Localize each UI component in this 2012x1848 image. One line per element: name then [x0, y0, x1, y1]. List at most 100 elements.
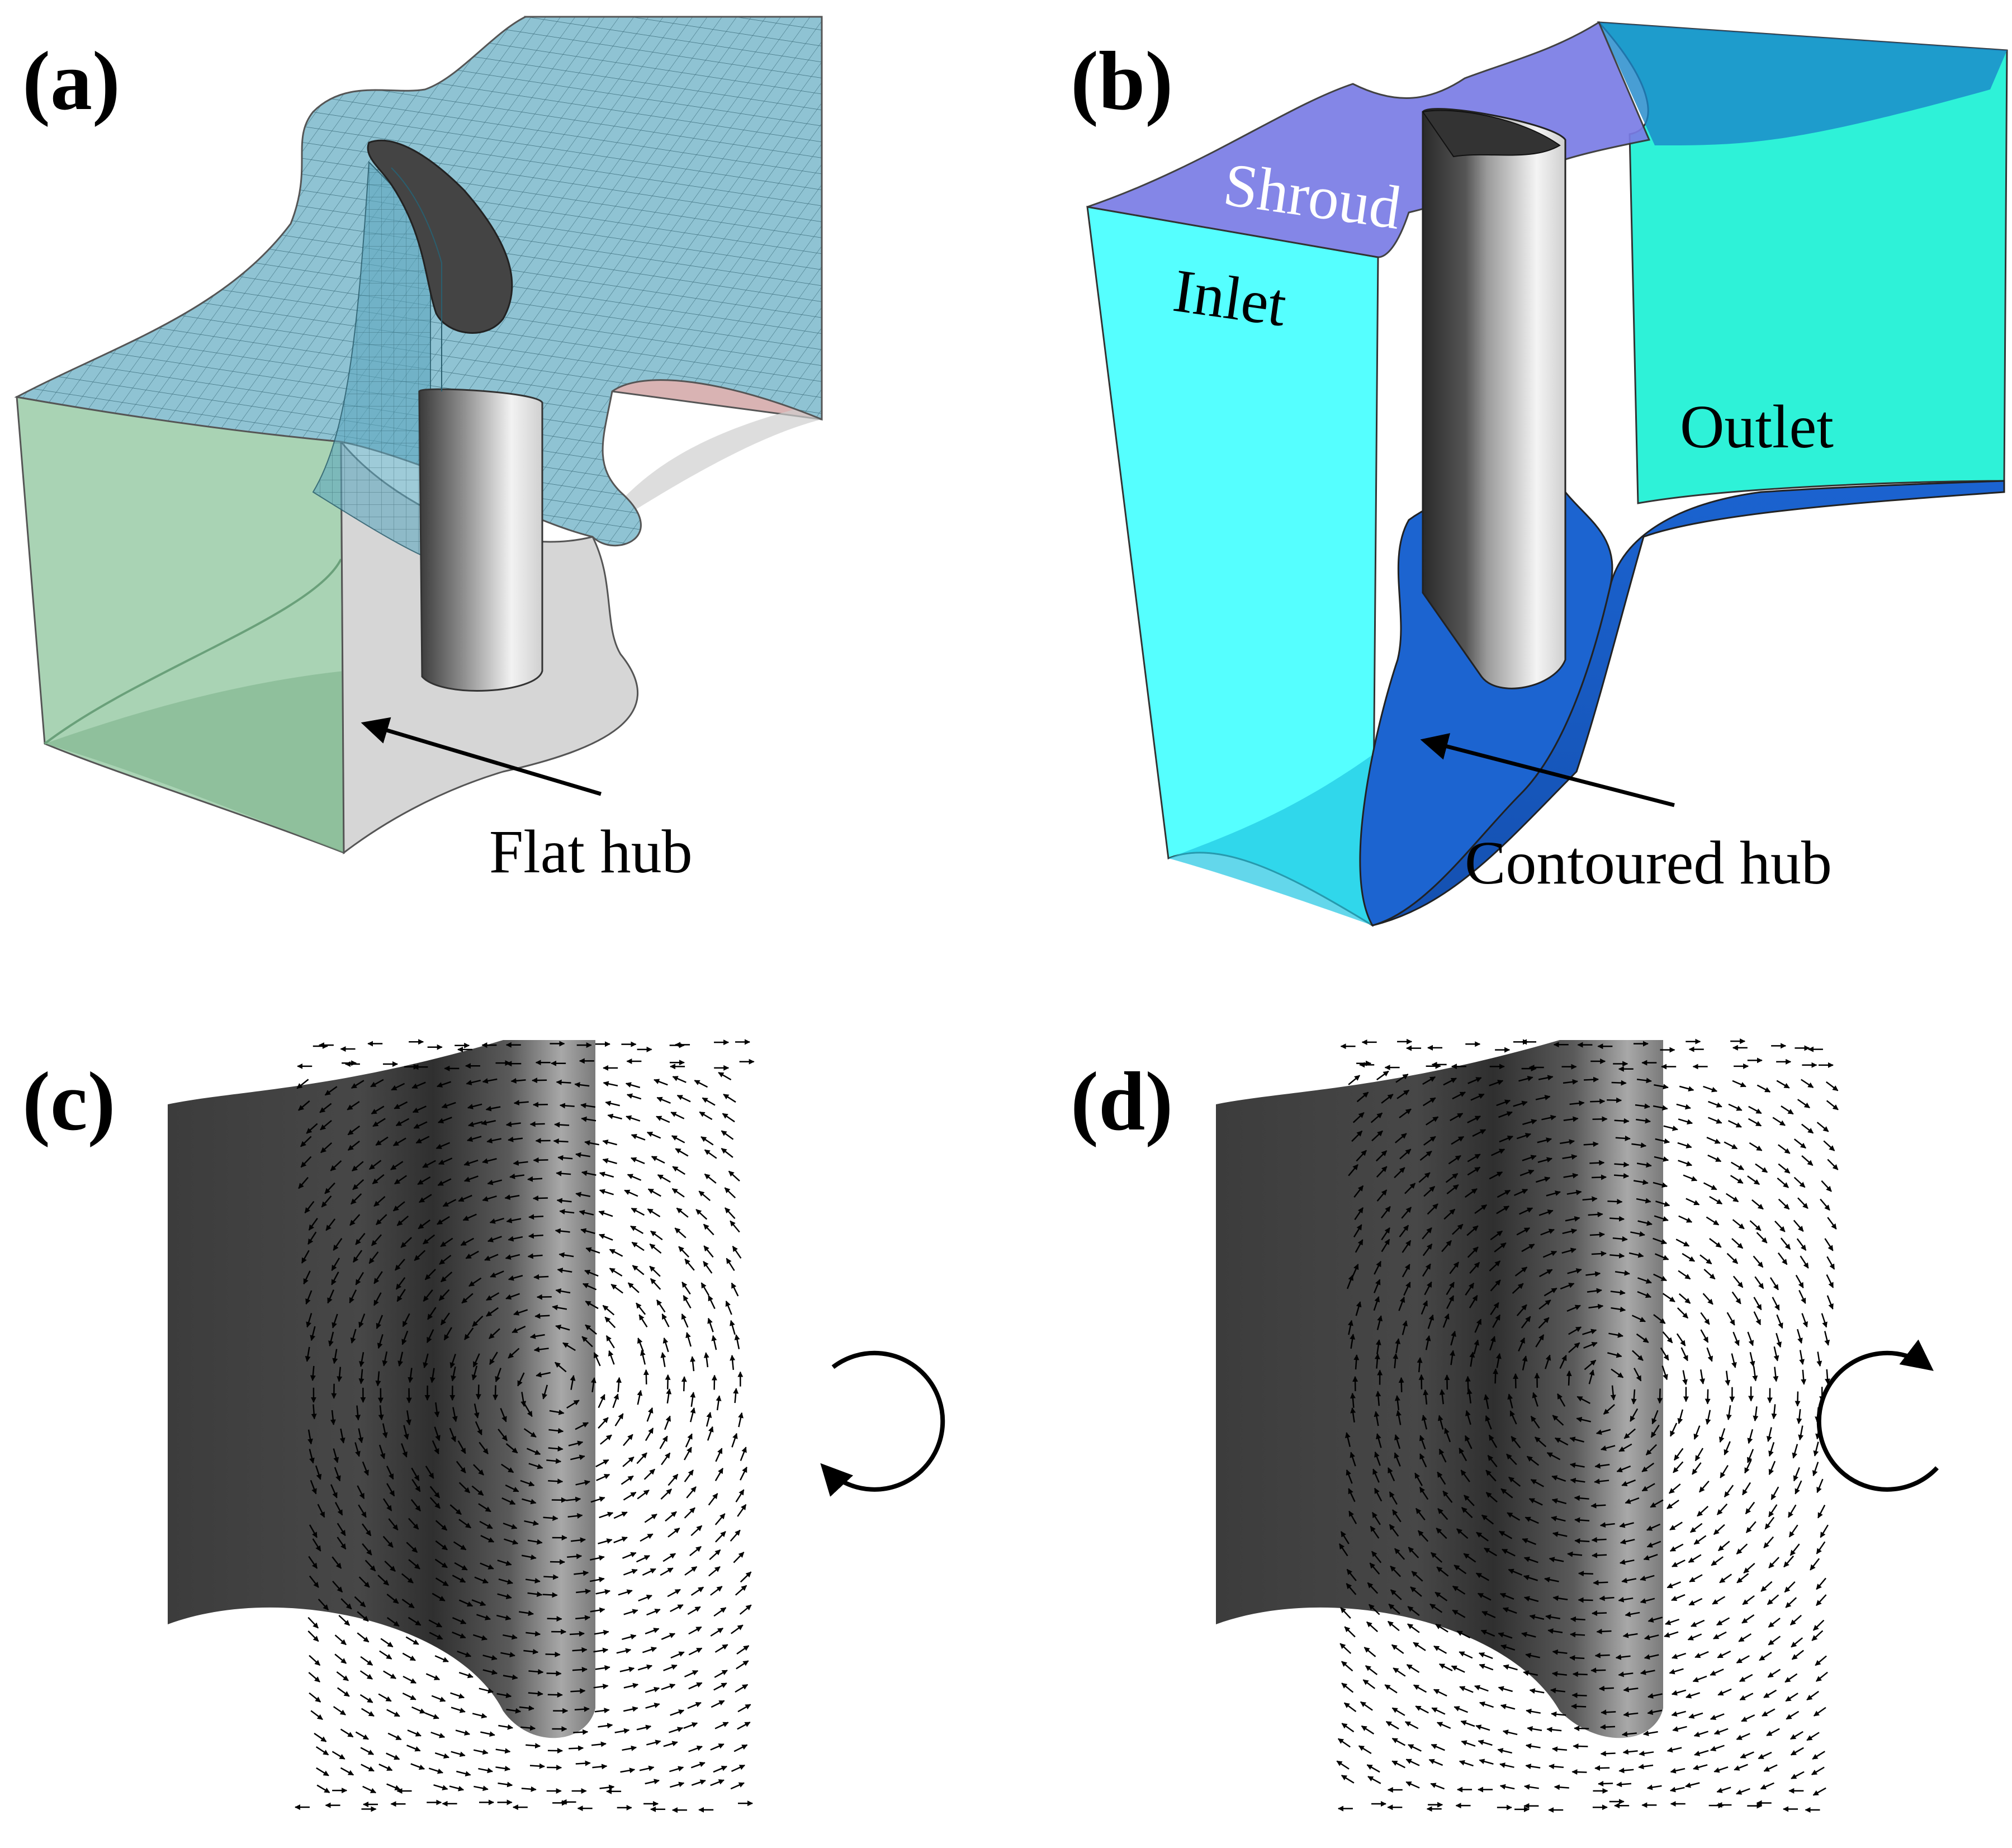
velocity-vector — [425, 1673, 441, 1681]
velocity-vector — [1600, 1751, 1616, 1757]
velocity-vector — [1498, 1111, 1513, 1118]
velocity-vector — [425, 1712, 439, 1719]
velocity-vector — [1435, 1591, 1448, 1601]
velocity-vector — [1793, 1138, 1806, 1149]
velocity-vector — [1724, 1441, 1731, 1455]
velocity-vector — [1567, 1551, 1583, 1557]
velocity-vector — [1469, 1295, 1478, 1308]
velocity-vector — [1571, 1769, 1587, 1775]
velocity-vector — [355, 1731, 369, 1740]
velocity-vector — [505, 1121, 521, 1127]
velocity-vector — [1790, 1731, 1803, 1740]
velocity-vector — [1768, 1557, 1779, 1568]
velocity-vector — [1525, 1743, 1541, 1749]
velocity-vector — [505, 1443, 518, 1454]
velocity-vector — [486, 1138, 501, 1143]
velocity-vector — [672, 1076, 687, 1083]
velocity-vector — [452, 1575, 466, 1583]
velocity-vector — [713, 1682, 727, 1691]
velocity-vector — [1650, 1499, 1664, 1508]
velocity-vector — [624, 1189, 638, 1197]
velocity-vector — [1757, 1084, 1771, 1093]
velocity-vector — [1630, 1231, 1645, 1237]
velocity-vector — [1747, 1331, 1754, 1346]
velocity-vector — [1628, 1252, 1644, 1258]
velocity-vector — [703, 1352, 709, 1368]
velocity-vector — [384, 1561, 396, 1572]
velocity-vector — [676, 1094, 691, 1103]
velocity-vector — [1786, 1710, 1800, 1720]
velocity-vector — [1708, 1117, 1722, 1124]
velocity-vector — [395, 1277, 406, 1290]
velocity-vector — [1727, 1120, 1742, 1128]
velocity-vector — [1639, 1750, 1654, 1756]
velocity-vector — [1669, 1422, 1678, 1437]
velocity-vector — [1523, 1575, 1538, 1581]
velocity-vector — [1395, 1074, 1409, 1083]
velocity-vector — [593, 1647, 609, 1653]
velocity-vector — [449, 1428, 456, 1443]
velocity-vector — [1621, 1479, 1636, 1486]
velocity-vector — [1622, 1632, 1638, 1638]
velocity-vector — [1682, 1370, 1688, 1386]
velocity-vector — [372, 1118, 386, 1127]
velocity-vector — [1781, 1105, 1794, 1115]
velocity-vector — [683, 1722, 698, 1729]
velocity-vector — [1411, 1571, 1423, 1582]
velocity-vector — [498, 1429, 508, 1441]
velocity-vector — [482, 1158, 497, 1164]
velocity-vector — [1336, 1760, 1350, 1770]
velocity-vector — [691, 1779, 706, 1786]
velocity-vector — [1498, 1632, 1513, 1639]
velocity-vector — [542, 1384, 548, 1400]
velocity-vector — [429, 1632, 443, 1640]
velocity-vector — [676, 1207, 689, 1218]
velocity-vector — [1516, 1304, 1527, 1316]
velocity-vector — [1530, 1479, 1544, 1487]
velocity-vector — [434, 1752, 449, 1759]
velocity-vector — [642, 1568, 656, 1576]
velocity-vector — [358, 1369, 364, 1384]
velocity-vector — [664, 1415, 671, 1430]
velocity-vector — [1467, 1154, 1481, 1162]
velocity-vector — [452, 1631, 466, 1639]
velocity-vector — [1739, 1674, 1753, 1682]
velocity-vector — [529, 1763, 545, 1769]
velocity-vector — [688, 1682, 703, 1690]
velocity-vector — [457, 1440, 466, 1454]
velocity-vector — [1692, 1462, 1702, 1475]
velocity-vector — [458, 1519, 471, 1529]
velocity-vector — [1406, 1663, 1420, 1673]
velocity-vector — [1511, 1436, 1521, 1449]
velocity-vector — [1731, 1353, 1737, 1368]
velocity-vector — [481, 1119, 496, 1126]
velocity-vector — [599, 1189, 614, 1195]
velocity-vector — [1732, 1080, 1746, 1088]
velocity-vector — [359, 1670, 373, 1680]
velocity-vector — [1744, 1459, 1752, 1474]
velocity-vector — [627, 1282, 640, 1293]
velocity-vector — [1407, 1606, 1420, 1617]
velocity-vector — [1509, 1410, 1517, 1425]
velocity-vector — [710, 1743, 725, 1751]
velocity-vector — [730, 1320, 736, 1335]
velocity-vector — [602, 1139, 617, 1146]
velocity-vector — [428, 1619, 443, 1628]
velocity-vector — [632, 1265, 645, 1275]
velocity-vector — [1366, 1621, 1378, 1633]
velocity-vector — [1678, 1160, 1693, 1166]
velocity-vector — [332, 1751, 345, 1760]
velocity-vector — [620, 1767, 636, 1774]
velocity-vector — [699, 1111, 713, 1121]
velocity-vector — [400, 1237, 412, 1248]
velocity-vector — [1464, 1188, 1478, 1198]
velocity-vector — [413, 1121, 428, 1129]
velocity-vector — [1778, 1144, 1791, 1154]
velocity-vector — [1376, 1315, 1383, 1330]
velocity-vector — [388, 1518, 399, 1531]
velocity-vector — [704, 1149, 717, 1159]
velocity-vector — [711, 1374, 717, 1390]
velocity-vector — [555, 1324, 570, 1331]
velocity-vector — [1583, 1141, 1599, 1147]
velocity-vector — [376, 1214, 387, 1226]
